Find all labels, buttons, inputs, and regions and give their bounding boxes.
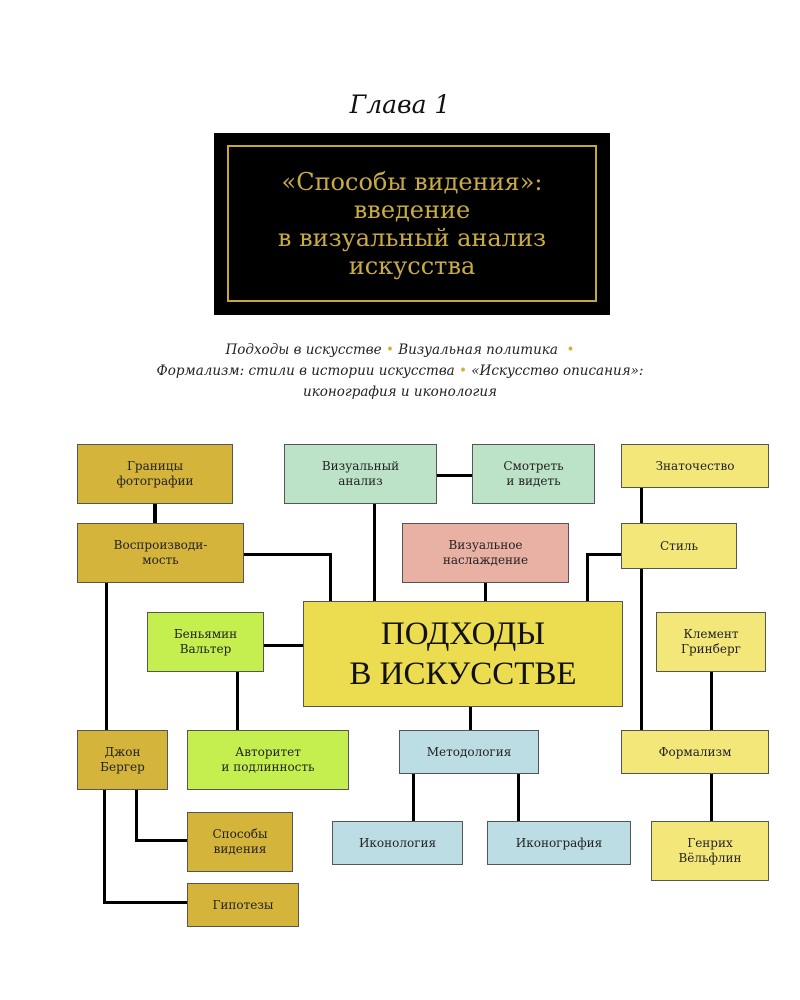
node-hypotheses: Гипотезы [187,883,299,927]
node-walter-benjamin: Беньямин Вальтер [147,612,264,672]
connector [243,553,332,556]
connector [640,487,643,525]
chapter-heading: Глава 1 [349,90,451,119]
connector [103,901,189,904]
topic-item: Визуальная политика [398,342,558,358]
connector [105,582,108,730]
connector [135,839,189,842]
connector [329,553,332,603]
topic-item: Подходы в искусстве [225,342,382,358]
bullet-icon: • [566,342,575,358]
topic-item: Формализм: стили в истории искусства [156,363,455,379]
chapter-title-box: «Способы видения»: введение в визуальный… [214,133,610,315]
node-connoisseurship: Знаточество [621,444,769,488]
node-ways-of-seeing: Способы видения [187,812,293,872]
node-clement-greenberg: Клемент Гринберг [656,612,766,672]
chapter-title-line: искусства [348,251,476,280]
node-heinrich-wolfflin: Генрих Вёльфлин [651,821,769,881]
node-iconology: Иконология [332,821,463,865]
chapter-title-line: «Способы видения»: [281,167,543,196]
node-visual-analysis: Визуальный анализ [284,444,437,504]
node-reproducibility: Воспроизводи- мость [77,523,244,583]
node-formalism: Формализм [621,730,769,774]
connector [710,671,713,731]
topic-item: «Искусство описания»: [471,363,644,379]
connector [412,773,415,822]
node-authority-authenticity: Авторитет и подлинность [187,730,349,790]
node-visual-pleasure: Визуальное наслаждение [402,523,569,583]
chapter-topics: Подходы в искусстве • Визуальная политик… [0,340,800,403]
connector [153,504,157,524]
node-style: Стиль [621,523,737,569]
connector [135,790,138,842]
connector [586,553,589,603]
bullet-icon: • [385,342,394,358]
connector [710,773,713,822]
chapter-title-frame: «Способы видения»: введение в визуальный… [227,145,597,302]
connector [517,773,520,822]
connector [586,553,623,556]
connector [236,670,239,731]
node-john-berger: Джон Бергер [77,730,168,790]
connector [373,503,376,603]
connector [640,568,643,730]
node-photo-limits: Границы фотографии [77,444,233,504]
node-look-and-see: Смотреть и видеть [472,444,595,504]
connector [437,474,473,477]
node-methodology: Методология [399,730,539,774]
bullet-icon: • [459,363,467,379]
chapter-title: «Способы видения»: введение в визуальный… [278,168,546,280]
connector [103,790,106,904]
chapter-title-line: введение [353,195,471,224]
node-iconography: Иконография [487,821,631,865]
connector [469,707,472,731]
connector [264,644,304,647]
node-approaches-in-art: ПОДХОДЫ В ИСКУССТВЕ [303,601,623,707]
connector [484,582,487,603]
topic-item: иконография и иконология [303,384,497,400]
chapter-title-line: в визуальный анализ [277,223,547,252]
